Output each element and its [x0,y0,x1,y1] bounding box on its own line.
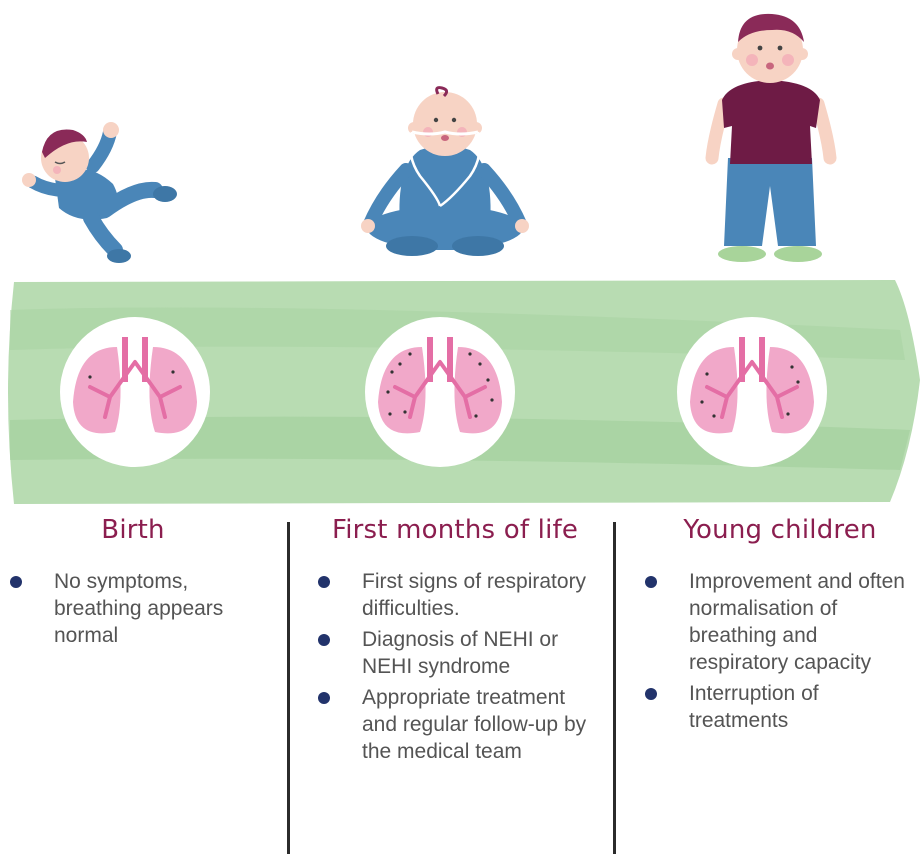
list-item: Appropriate treatment and regular follow… [316,684,604,765]
sitting-baby-with-oxygen-illustration [360,86,530,261]
sleeping-baby-illustration [15,118,180,263]
stage-list-birth: No symptoms, breathing appears normal [8,568,268,653]
lungs-icon-first-months [365,317,515,467]
stage-title-birth: Birth [48,515,218,545]
lungs-icon-birth [60,317,210,467]
stage-title-first-months: First months of life [310,515,600,545]
list-item: Interruption of treatments [643,680,920,734]
list-item: Diagnosis of NEHI or NEHI syndrome [316,626,604,680]
column-divider [287,522,290,854]
list-item: Improvement and often normalisation of b… [643,568,920,676]
standing-child-illustration [700,8,845,263]
list-item: First signs of respiratory difficulties. [316,568,604,622]
timeline-band [0,270,920,515]
lungs-icon-young-children [677,317,827,467]
stage-title-young-children: Young children [660,515,900,545]
column-divider [613,522,616,854]
stage-list-young-children: Improvement and often normalisation of b… [643,568,920,738]
stage-list-first-months: First signs of respiratory difficulties.… [316,568,604,769]
list-item: No symptoms, breathing appears normal [8,568,268,649]
